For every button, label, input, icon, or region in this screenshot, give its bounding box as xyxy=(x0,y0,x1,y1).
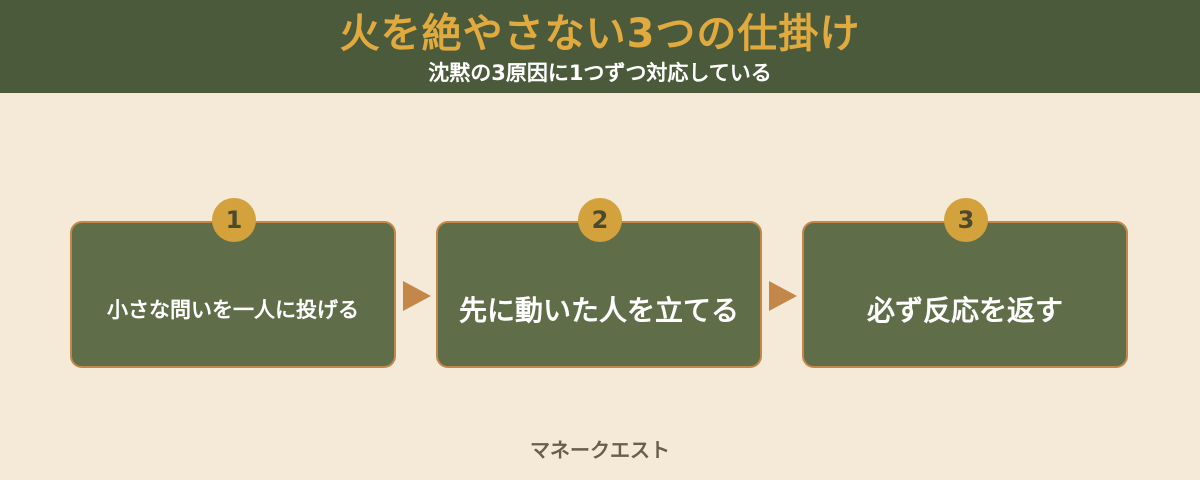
step-label-2: 先に動いた人を立てる xyxy=(458,293,739,327)
step-box-1: 小さな問いを一人に投げる xyxy=(70,221,396,368)
arrow-right-icon xyxy=(769,281,797,311)
step-label-1: 小さな問いを一人に投げる xyxy=(107,297,359,322)
step-number-badge-2: 2 xyxy=(578,198,622,242)
arrow-right-icon xyxy=(403,281,431,311)
step-number-badge-1: 1 xyxy=(212,198,256,242)
page-subtitle: 沈黙の3原因に1つずつ対応している xyxy=(428,61,772,85)
page-title: 火を絶やさない3つの仕掛け xyxy=(339,11,861,57)
step-box-3: 必ず反応を返す xyxy=(802,221,1128,368)
footer-brand: マネークエスト xyxy=(530,438,670,462)
step-box-2: 先に動いた人を立てる xyxy=(436,221,762,368)
step-number-badge-3: 3 xyxy=(944,198,988,242)
step-label-3: 必ず反応を返す xyxy=(866,293,1063,327)
header-banner: 火を絶やさない3つの仕掛け 沈黙の3原因に1つずつ対応している xyxy=(0,0,1200,93)
